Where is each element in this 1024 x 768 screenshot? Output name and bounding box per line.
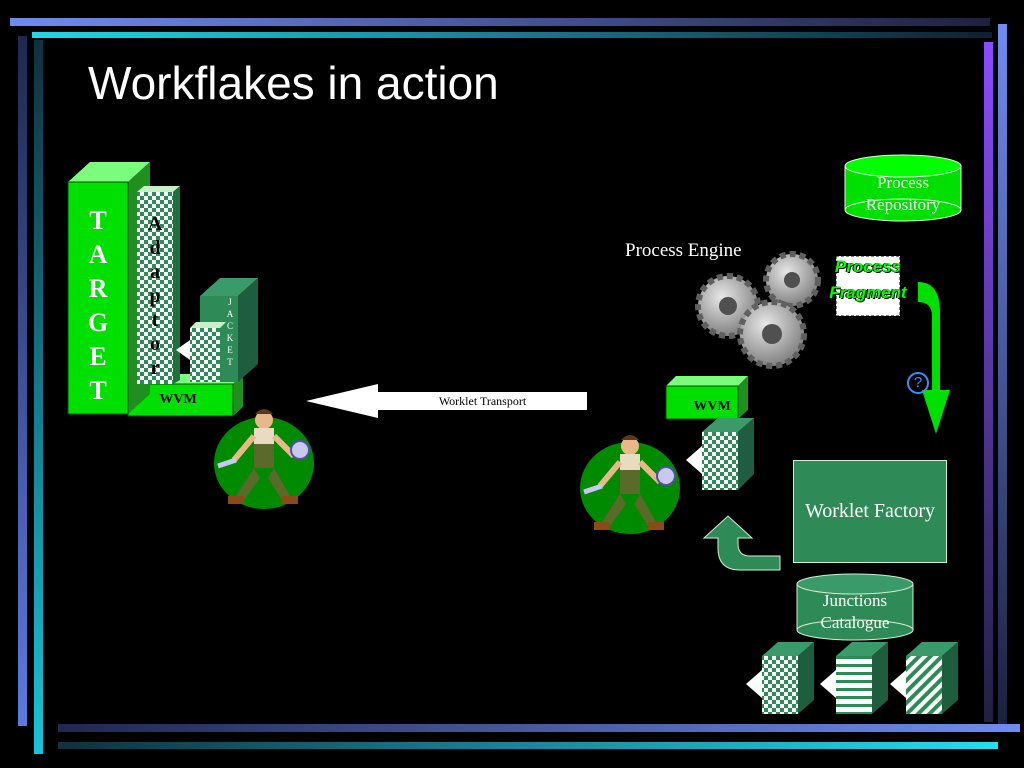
process-fragment-line2: Fragment xyxy=(829,283,907,302)
right-worklet-block xyxy=(686,418,754,490)
process-fragment-line1: Process xyxy=(834,257,902,276)
jacket-letter: C xyxy=(226,321,233,331)
process-repository-cylinder xyxy=(844,154,962,222)
jacket-letters: J A C K E T xyxy=(222,296,238,368)
junctions-catalogue-cylinder xyxy=(796,573,914,641)
mechanic-right-illustration xyxy=(580,435,680,534)
jacket-letter: T xyxy=(227,357,233,367)
adaptor-letters: A d a p t o r xyxy=(137,212,173,380)
help-icon[interactable]: ? xyxy=(907,372,929,394)
worklet-transport-label: Worklet Transport xyxy=(438,394,527,408)
target-letter: T xyxy=(89,206,107,235)
mechanic-left-illustration xyxy=(214,409,314,509)
worklet-factory-box: Worklet Factory xyxy=(793,460,947,563)
adaptor-letter: a xyxy=(150,261,160,283)
process-fragment-label: Process Fragment xyxy=(826,254,910,306)
target-letter: T xyxy=(89,376,107,405)
junction-block-diagonal xyxy=(890,642,958,714)
junction-block-stripes xyxy=(820,642,888,714)
adaptor-column xyxy=(137,186,180,384)
adaptor-letter: o xyxy=(150,333,160,355)
wvm-left-label: WVM xyxy=(159,392,197,407)
process-repository-line1: Process xyxy=(877,173,929,192)
adaptor-letter: r xyxy=(150,357,160,379)
target-letter: E xyxy=(89,342,107,371)
process-fragment-box xyxy=(835,255,901,317)
process-engine-gears xyxy=(695,251,821,369)
slide-title: Workflakes in action xyxy=(88,57,499,109)
adaptor-letter: p xyxy=(149,285,161,307)
jacket-letter: E xyxy=(227,345,233,355)
jacket-letter: A xyxy=(226,309,234,319)
process-repository-line2: Repository xyxy=(865,195,941,214)
jacket-letter: J xyxy=(228,297,232,307)
adaptor-letter: t xyxy=(151,309,159,331)
adaptor-letter: A xyxy=(147,213,163,235)
process-engine-label: Process Engine xyxy=(625,240,742,261)
target-letter: A xyxy=(88,240,108,269)
process-repository-label: Process Repository xyxy=(845,172,961,216)
junctions-catalogue-line2: Catalogue xyxy=(820,613,890,632)
help-glyph: ? xyxy=(913,374,923,391)
target-letters: T A R G E T xyxy=(68,204,128,408)
wvm-right-box xyxy=(665,376,748,420)
target-letter: G xyxy=(87,308,109,337)
junctions-catalogue-label: Junctions Catalogue xyxy=(797,590,913,634)
wvm-right-label: WVM xyxy=(693,399,731,414)
fragment-to-factory-arrow xyxy=(918,282,950,434)
adaptor-letter: d xyxy=(149,237,161,259)
target-letter: R xyxy=(88,274,108,303)
jacket-letter: K xyxy=(226,333,234,343)
left-worklet-block xyxy=(176,322,226,382)
junction-block-checker xyxy=(746,642,814,714)
factory-to-worklet-arrow xyxy=(702,515,781,571)
junctions-catalogue-line1: Junctions xyxy=(822,591,888,610)
worklet-transport-arrow xyxy=(306,384,587,418)
